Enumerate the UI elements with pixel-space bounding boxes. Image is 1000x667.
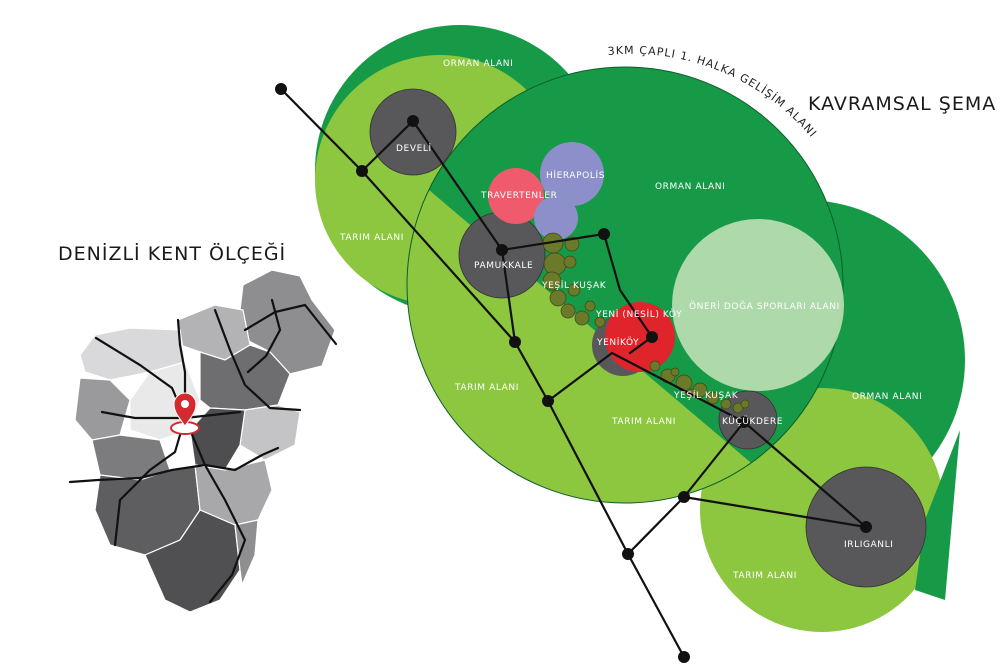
label-orman-right: ORMAN ALANI [852, 392, 922, 402]
green-belt-node [732, 402, 744, 414]
label-tarim-left: TARIM ALANI [339, 233, 404, 243]
road [682, 495, 868, 529]
road-node [598, 228, 610, 240]
district [199, 344, 291, 411]
green-belt-node [649, 360, 661, 372]
right-title: KAVRAMSAL ŞEMA [808, 93, 997, 115]
road [500, 232, 606, 252]
road [360, 169, 517, 344]
road [279, 87, 364, 173]
green-belt-node [543, 252, 567, 276]
road [546, 399, 630, 556]
road [626, 495, 686, 556]
road [500, 248, 517, 344]
road-nodes [275, 83, 872, 663]
travertine-circle [488, 168, 544, 224]
road [100, 410, 242, 420]
proposal-circle [672, 219, 844, 391]
label-yenikoy: YENİKÖY [596, 337, 639, 348]
forest-strip [915, 430, 960, 600]
left-title: DENİZLİ KENT ÖLÇEĞİ [58, 243, 287, 265]
label-tarim-center: TARIM ALANI [611, 417, 676, 427]
label-yesil-kusak-1: YEŞİL KUŞAK [541, 280, 607, 291]
road [243, 303, 338, 346]
district [234, 519, 259, 588]
road-node [738, 416, 750, 428]
road [626, 552, 686, 659]
label-yesil-kusak-2: YEŞİL KUŞAK [673, 390, 739, 401]
road [546, 351, 614, 403]
label-hierapolis: HİERAPOLİS [546, 170, 605, 181]
road [602, 232, 622, 292]
label-orman-top: ORMAN ALANI [443, 59, 513, 69]
green-belt-node [574, 310, 590, 326]
label-oneri: ÖNERİ DOĞA SPORLARI ALANI [689, 300, 840, 312]
green-belt-node [706, 391, 720, 405]
green-belt-node [542, 271, 562, 291]
hierapolis-circle-small [534, 196, 578, 240]
location-pin-icon [173, 392, 197, 427]
road [360, 119, 415, 173]
denizli-roads [68, 298, 338, 604]
road [68, 463, 207, 484]
road [213, 308, 302, 412]
green-belt-node [567, 283, 581, 297]
label-irliganli: IRLIGANLI [844, 540, 894, 550]
road-node [407, 115, 419, 127]
green-belt-node [549, 289, 567, 307]
road [203, 446, 280, 472]
label-travertenler: TRAVERTENLER [480, 191, 557, 201]
road [618, 288, 654, 339]
green-belt-node [584, 300, 596, 312]
hierapolis-circle [540, 142, 604, 206]
green-belt-node [563, 255, 577, 269]
label-develi: DEVELİ [396, 143, 432, 154]
road [682, 420, 746, 499]
label-tarim-mid: TARIM ALANI [454, 383, 519, 393]
road-node [646, 331, 658, 343]
label-tarim-bottom: TARIM ALANI [732, 571, 797, 581]
label-kucukdere: KÜÇÜKDERE [722, 416, 783, 427]
location-pin [170, 392, 200, 435]
road-node [356, 165, 368, 177]
road-network [279, 87, 868, 659]
label-pamukkale: PAMUKKALE [474, 261, 533, 271]
road-node [496, 244, 508, 256]
road [246, 298, 282, 374]
label-orman-mid: ORMAN ALANI [655, 182, 725, 192]
pin-dot [181, 400, 189, 408]
road-node [860, 521, 872, 533]
denizli-inset-map [74, 269, 336, 613]
road [610, 351, 746, 424]
road [411, 119, 504, 252]
road-node [542, 395, 554, 407]
road-node [275, 83, 287, 95]
road-node [622, 548, 634, 560]
green-belt-node [720, 398, 732, 410]
development-ring-outline [406, 66, 844, 504]
road-node [678, 651, 690, 663]
road-node [509, 336, 521, 348]
road [113, 416, 187, 547]
green-belt-node [670, 367, 680, 377]
green-belt-node [740, 399, 750, 409]
road [183, 416, 247, 604]
labels-layer: ORMAN ALANI ORMAN ALANI ORMAN ALANI TARI… [339, 59, 922, 581]
new-village-circle [605, 302, 675, 372]
district [74, 377, 131, 441]
label-yeni-nesil-koy: YENİ (NESİL) KÖY [595, 309, 682, 320]
road [513, 340, 550, 403]
road [742, 420, 868, 529]
road-node [678, 491, 690, 503]
green-belt-node [560, 303, 576, 319]
green-belt-node [594, 316, 606, 328]
develi-circle [369, 88, 457, 176]
